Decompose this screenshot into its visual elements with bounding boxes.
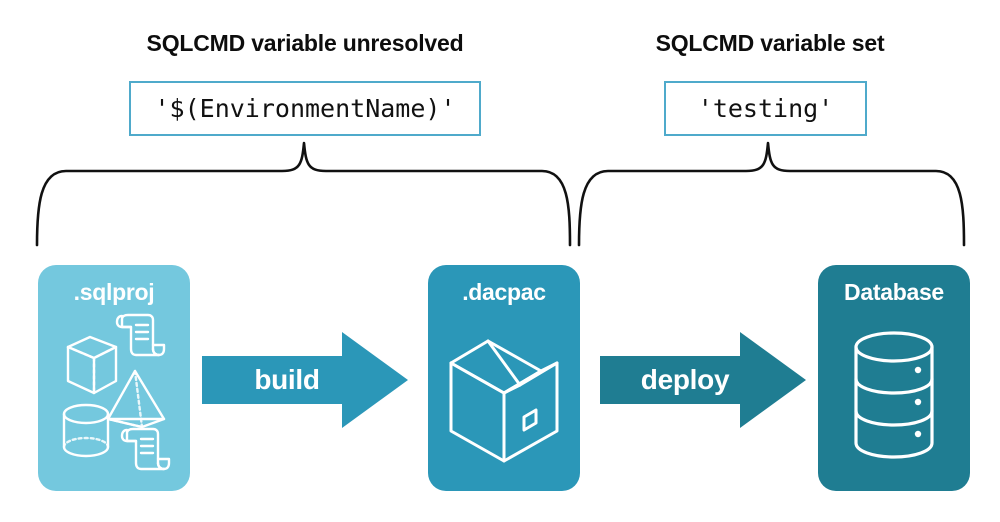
- database-cylinder-icon: [854, 331, 934, 459]
- script-scroll-icon: [115, 313, 166, 357]
- package-box-icon: [449, 339, 559, 463]
- flow-box-dacpac-label: .dacpac: [462, 279, 546, 305]
- arrow-deploy-shape: [600, 332, 806, 428]
- heading-sqlcmd-variable-set: SQLCMD variable set: [655, 30, 885, 56]
- arrow-build-shape: [202, 332, 408, 428]
- cube-icon: [66, 335, 118, 395]
- brace-right-icon: [577, 141, 966, 247]
- pyramid-icon: [106, 369, 166, 429]
- dacpac-artwork: [449, 339, 559, 463]
- arrow-deploy: [600, 332, 806, 428]
- flow-box-sqlproj-label: .sqlproj: [73, 279, 155, 305]
- flow-box-dacpac: .dacpac: [428, 265, 580, 491]
- code-box-environment-name: '$(EnvironmentName)': [129, 81, 481, 136]
- code-box-testing: 'testing': [664, 81, 867, 136]
- heading-sqlcmd-variable-unresolved: SQLCMD variable unresolved: [146, 30, 464, 56]
- sqlproj-artwork: [62, 313, 171, 471]
- cylinder-icon: [62, 403, 110, 458]
- flow-box-database-label: Database: [844, 279, 944, 305]
- brace-group: [35, 141, 966, 247]
- brace-left-icon: [35, 141, 572, 247]
- arrow-build: [202, 332, 408, 428]
- script-scroll-icon: [120, 427, 171, 471]
- database-artwork: [854, 331, 934, 459]
- flow-box-sqlproj: .sqlproj: [38, 265, 190, 491]
- flow-box-database: Database: [818, 265, 970, 491]
